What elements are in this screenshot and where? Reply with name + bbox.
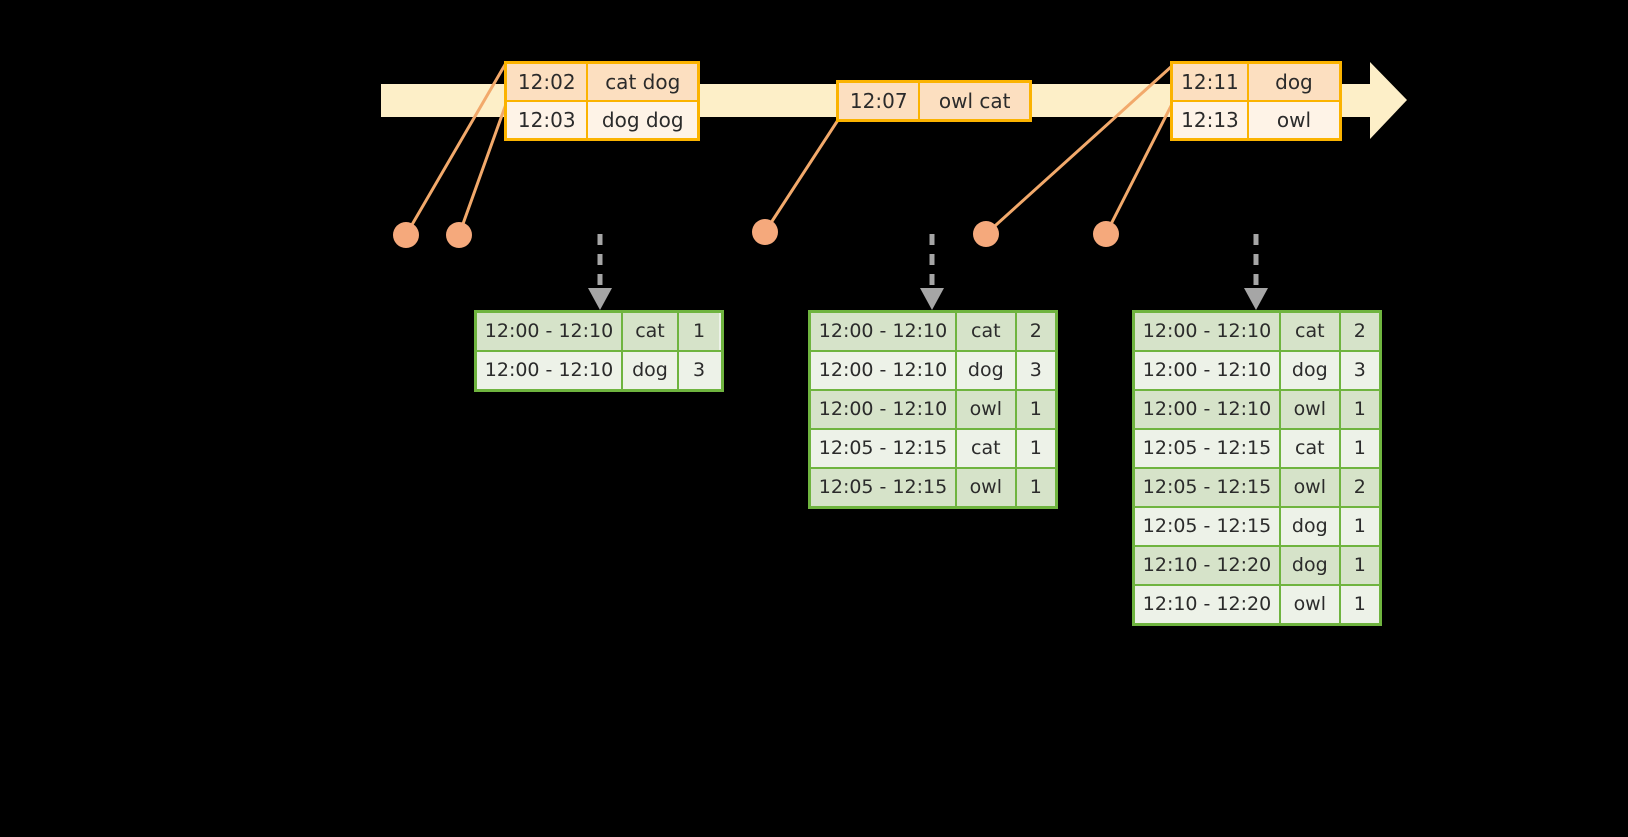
window-cell: 12:00 - 12:10 [811, 391, 957, 428]
key-cell: cat [623, 313, 679, 350]
table-row[interactable]: 12:00 - 12:10 dog 3 [1135, 350, 1379, 389]
key-cell: dog [623, 352, 679, 389]
stream-point-2 [446, 222, 472, 248]
window-cell: 12:00 - 12:10 [477, 313, 623, 350]
count-cell: 1 [1340, 586, 1379, 623]
count-cell: 2 [1016, 313, 1055, 350]
table-row[interactable]: 12:05 - 12:15 owl 1 [811, 467, 1055, 506]
event-row[interactable]: 12:02 cat dog [507, 64, 697, 100]
result-table-1[interactable]: 12:00 - 12:10 cat 1 12:00 - 12:10 dog 3 [474, 310, 724, 392]
window-cell: 12:00 - 12:10 [1135, 313, 1281, 350]
window-cell: 12:05 - 12:15 [811, 430, 957, 467]
event-row[interactable]: 12:07 owl cat [839, 83, 1029, 119]
table-row[interactable]: 12:00 - 12:10 dog 3 [811, 350, 1055, 389]
table-row[interactable]: 12:00 - 12:10 owl 1 [811, 389, 1055, 428]
count-cell: 1 [679, 313, 719, 350]
count-cell: 1 [1340, 391, 1379, 428]
result-table-3[interactable]: 12:00 - 12:10 cat 2 12:00 - 12:10 dog 3 … [1132, 310, 1382, 626]
table-row[interactable]: 12:05 - 12:15 cat 1 [811, 428, 1055, 467]
key-cell: dog [1281, 508, 1341, 545]
key-cell: cat [957, 430, 1017, 467]
table-row[interactable]: 12:10 - 12:20 dog 1 [1135, 545, 1379, 584]
window-cell: 12:10 - 12:20 [1135, 586, 1281, 623]
window-cell: 12:05 - 12:15 [811, 469, 957, 506]
window-cell: 12:00 - 12:10 [1135, 391, 1281, 428]
key-cell: owl [1281, 586, 1341, 623]
table-row[interactable]: 12:05 - 12:15 dog 1 [1135, 506, 1379, 545]
window-cell: 12:00 - 12:10 [1135, 352, 1281, 389]
count-cell: 1 [1016, 469, 1055, 506]
count-cell: 3 [1016, 352, 1055, 389]
window-cell: 12:00 - 12:10 [811, 313, 957, 350]
key-cell: cat [1281, 313, 1341, 350]
count-cell: 1 [1340, 430, 1379, 467]
table-row[interactable]: 12:00 - 12:10 owl 1 [1135, 389, 1379, 428]
count-cell: 1 [1016, 430, 1055, 467]
window-cell: 12:00 - 12:10 [477, 352, 623, 389]
table-row[interactable]: 12:05 - 12:15 cat 1 [1135, 428, 1379, 467]
window-cell: 12:05 - 12:15 [1135, 430, 1281, 467]
key-cell: cat [1281, 430, 1341, 467]
count-cell: 1 [1340, 508, 1379, 545]
table-row[interactable]: 12:00 - 12:10 dog 3 [477, 350, 721, 389]
key-cell: cat [957, 313, 1017, 350]
event-value: dog dog [588, 102, 697, 138]
key-cell: dog [957, 352, 1017, 389]
event-row[interactable]: 12:13 owl [1173, 100, 1339, 138]
table-row[interactable]: 12:00 - 12:10 cat 2 [1135, 313, 1379, 350]
event-value: owl [1248, 102, 1339, 138]
event-time: 12:07 [839, 83, 921, 119]
key-cell: owl [957, 391, 1017, 428]
key-cell: owl [957, 469, 1017, 506]
window-cell: 12:05 - 12:15 [1135, 469, 1281, 506]
event-time: 12:02 [507, 64, 589, 100]
count-cell: 2 [1340, 469, 1379, 506]
stream-point-4 [973, 221, 999, 247]
stream-point-3 [752, 219, 778, 245]
count-cell: 3 [1340, 352, 1379, 389]
table-row[interactable]: 12:05 - 12:15 owl 2 [1135, 467, 1379, 506]
stream-point-5 [1093, 221, 1119, 247]
count-cell: 1 [1016, 391, 1055, 428]
count-cell: 2 [1340, 313, 1379, 350]
stream-point-1 [393, 222, 419, 248]
event-time: 12:03 [507, 102, 589, 138]
table-row[interactable]: 12:00 - 12:10 cat 1 [477, 313, 721, 350]
key-cell: owl [1281, 469, 1341, 506]
event-row[interactable]: 12:11 dog [1173, 64, 1339, 100]
event-box-2[interactable]: 12:07 owl cat [836, 80, 1032, 122]
count-cell: 3 [679, 352, 719, 389]
result-table-2[interactable]: 12:00 - 12:10 cat 2 12:00 - 12:10 dog 3 … [808, 310, 1058, 509]
window-cell: 12:05 - 12:15 [1135, 508, 1281, 545]
window-cell: 12:10 - 12:20 [1135, 547, 1281, 584]
key-cell: owl [1281, 391, 1341, 428]
event-time: 12:11 [1173, 64, 1249, 100]
table-row[interactable]: 12:10 - 12:20 owl 1 [1135, 584, 1379, 623]
flow-arrows [597, 234, 1259, 288]
key-cell: dog [1281, 547, 1341, 584]
event-value: cat dog [588, 64, 697, 100]
event-time: 12:13 [1173, 102, 1249, 138]
event-row[interactable]: 12:03 dog dog [507, 100, 697, 138]
event-value: owl cat [920, 83, 1029, 119]
event-box-3[interactable]: 12:11 dog 12:13 owl [1170, 61, 1342, 141]
key-cell: dog [1281, 352, 1341, 389]
event-box-1[interactable]: 12:02 cat dog 12:03 dog dog [504, 61, 700, 141]
count-cell: 1 [1340, 547, 1379, 584]
stream-point-markers [393, 219, 1119, 248]
table-row[interactable]: 12:00 - 12:10 cat 2 [811, 313, 1055, 350]
event-value: dog [1248, 64, 1339, 100]
flow-arrow-heads [588, 288, 1268, 310]
window-cell: 12:00 - 12:10 [811, 352, 957, 389]
